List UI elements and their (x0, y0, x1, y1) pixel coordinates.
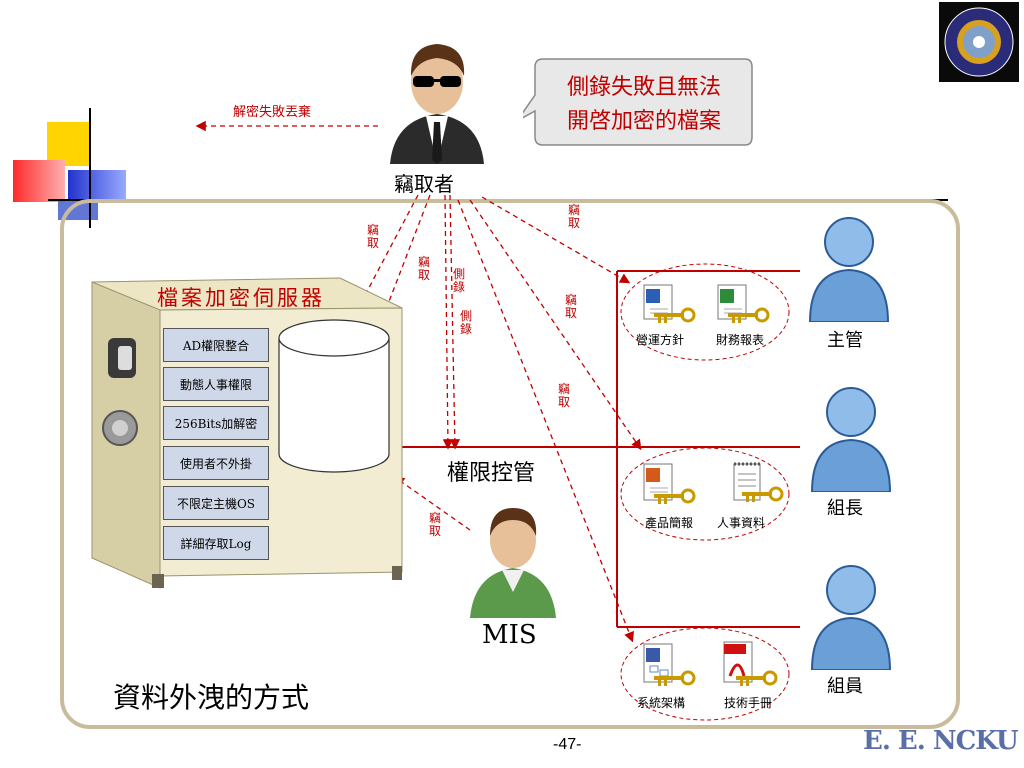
sniff-label-1: 側錄 (452, 267, 465, 294)
sniff-label-2: 側錄 (459, 309, 472, 336)
feature-any-os: 不限定主機OS (163, 486, 269, 520)
steal-label-3: 竊取 (567, 203, 580, 230)
member-figure (808, 558, 894, 671)
feature-no-plugin: 使用者不外掛 (163, 446, 269, 480)
feature-256bit-encryption: 256Bits加解密 (163, 406, 269, 440)
deco-red-square (13, 160, 65, 202)
steal-label-1: 竊取 (366, 223, 379, 250)
notepad-doc-key-icon (730, 460, 790, 508)
doc-financial-report: 財務報表 (716, 333, 765, 347)
leader-figure (808, 380, 894, 493)
ppt-doc-key-icon (640, 462, 700, 508)
manager-figure (806, 210, 892, 323)
main-frame (60, 199, 960, 729)
doc-technical-manual: 技術手冊 (724, 696, 773, 710)
university-logo (939, 2, 1019, 82)
role-manager: 主管 (827, 330, 863, 351)
role-member: 組員 (827, 676, 863, 697)
speech-line-1: 側錄失敗且無法 (566, 75, 721, 100)
server-title: 檔案加密伺服器 (157, 286, 325, 310)
doc-system-architecture: 系統架構 (637, 696, 686, 710)
steal-label-5: 竊取 (557, 382, 570, 409)
visio-doc-key-icon (640, 642, 700, 690)
word-doc-key-icon (640, 283, 700, 327)
doc-hr-data: 人事資料 (717, 516, 766, 530)
doc-operations-policy: 營運方針 (636, 333, 685, 347)
page-number: -47- (553, 736, 582, 753)
deco-vertical-line (89, 108, 91, 228)
attacker-label: 竊取者 (394, 172, 454, 196)
steal-label-6: 竊取 (428, 511, 441, 538)
attacker-figure (380, 34, 494, 164)
feature-ad-integration: AD權限整合 (163, 328, 269, 362)
mis-label: MIS (482, 620, 537, 650)
access-control-label: 權限控管 (447, 461, 536, 486)
doc-product-brief: 產品簡報 (645, 516, 694, 530)
brand-label: E. E. NCKU (863, 726, 1019, 756)
pdf-doc-key-icon (720, 640, 784, 690)
speech-line-2: 開啓加密的檔案 (566, 109, 721, 134)
steal-label-4: 竊取 (564, 293, 577, 320)
database-cylinder (277, 318, 391, 474)
deco-yellow-square (47, 122, 91, 166)
steal-label-2: 竊取 (417, 255, 430, 282)
feature-dynamic-permission: 動態人事權限 (163, 367, 269, 401)
role-leader: 組長 (827, 498, 863, 519)
discard-label: 解密失敗丟棄 (233, 105, 312, 120)
mis-figure (466, 502, 560, 618)
deco-blue-square (68, 170, 126, 200)
feature-access-log: 詳細存取Log (163, 526, 269, 560)
speech-bubble: 側錄失敗且無法 開啓加密的檔案 (523, 55, 755, 149)
slide-title: 資料外洩的方式 (113, 681, 310, 714)
excel-doc-key-icon (714, 283, 774, 327)
